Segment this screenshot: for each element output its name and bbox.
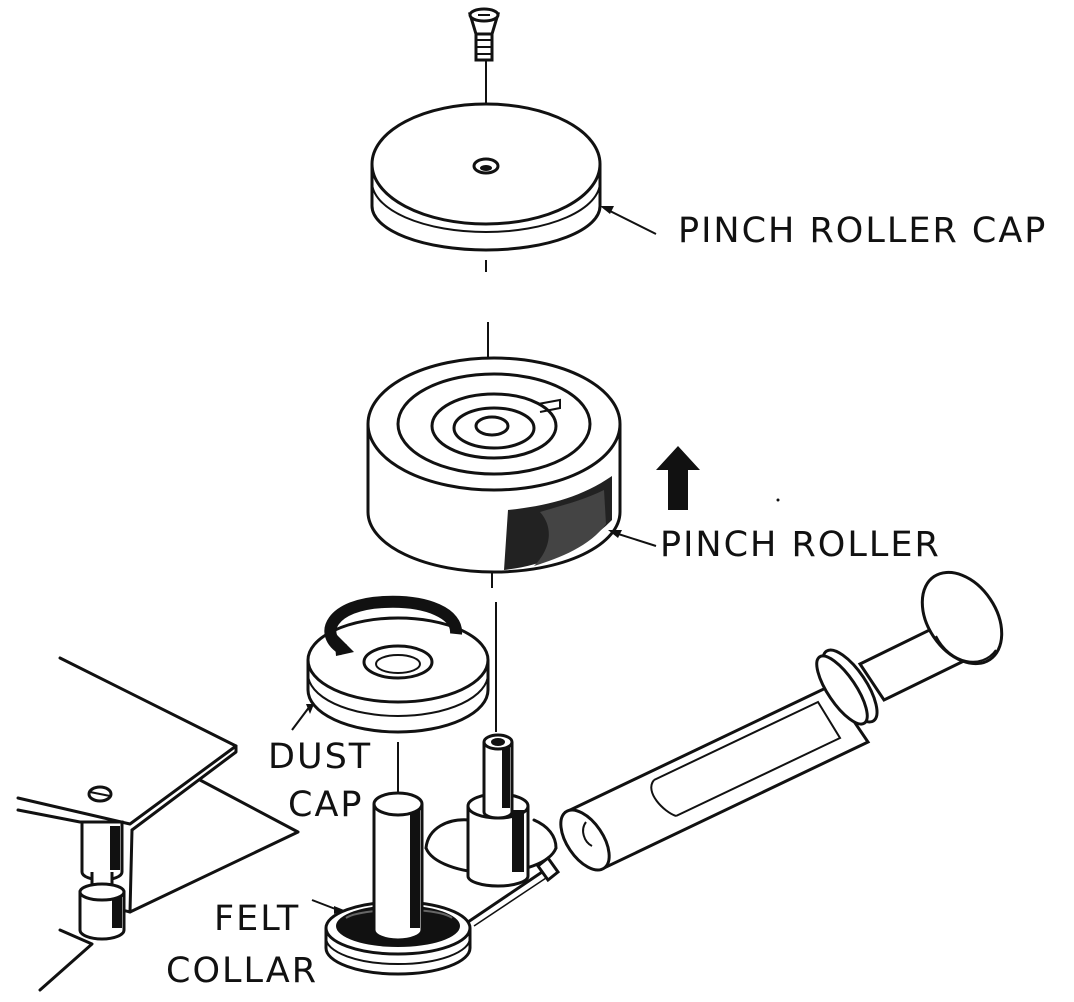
label-felt-collar-line1: FELT: [214, 899, 300, 939]
pinch-roller-cap: [370, 102, 602, 252]
left-shaft-assembly: [78, 785, 126, 941]
circular-arrow-icon: [324, 595, 462, 656]
leader-lines: [291, 206, 657, 914]
deck-plate: [16, 656, 300, 992]
arrow-up-icon: [656, 446, 700, 510]
screw: [467, 7, 501, 62]
pinch-roller-shaft: [424, 733, 558, 888]
label-pinch-roller-cap: PINCH ROLLER CAP: [678, 211, 1047, 251]
dust-cap-post: [372, 791, 424, 942]
label-dust-cap-line1: DUST: [268, 737, 372, 777]
label-felt-collar-line2: COLLAR: [166, 951, 318, 991]
label-dust-cap-line2: CAP: [288, 785, 364, 825]
dust-cap: [306, 616, 490, 734]
pinch-roller: [366, 356, 622, 574]
label-pinch-roller: PINCH ROLLER: [660, 525, 941, 565]
oil-syringe: [467, 570, 1004, 927]
